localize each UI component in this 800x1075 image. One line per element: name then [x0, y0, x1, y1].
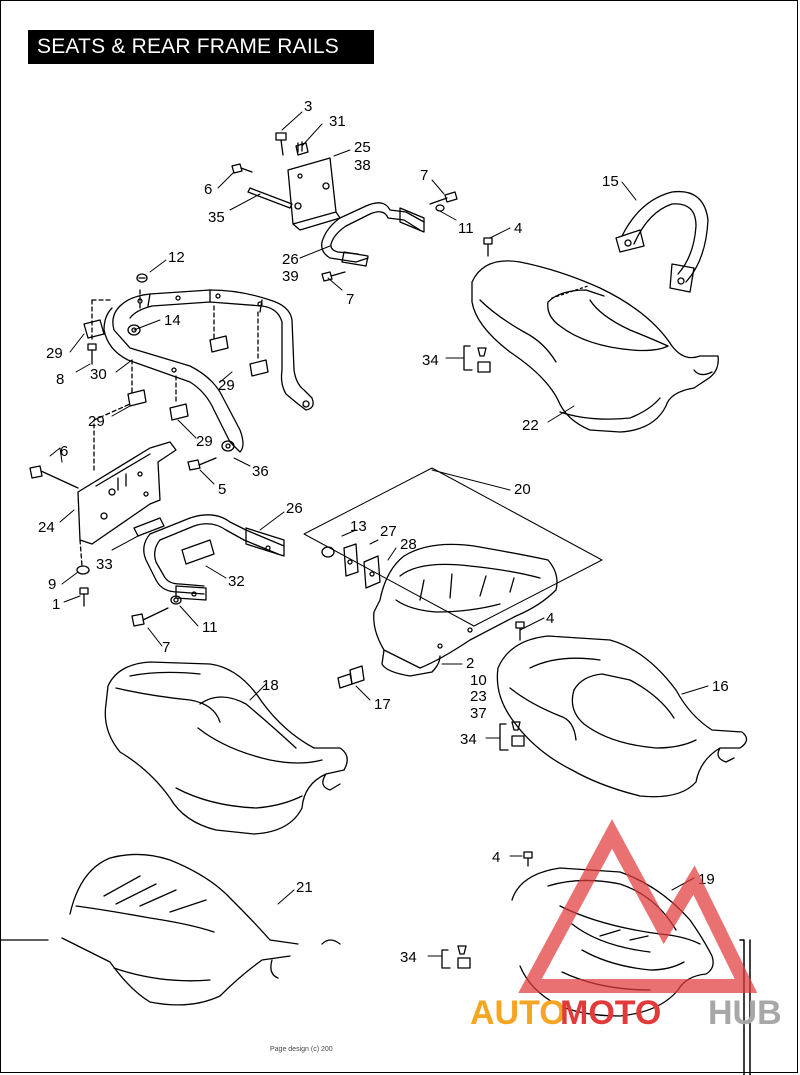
callout-34-top: 34	[422, 352, 439, 369]
watermark-text-hub: HUB	[708, 994, 782, 1032]
callout-29-low: 29	[88, 413, 105, 430]
hardware-9-1	[76, 565, 90, 607]
callout-34-mid: 34	[460, 731, 477, 748]
callout-16: 16	[712, 678, 729, 695]
callout-10: 10	[470, 672, 487, 689]
nut-31	[295, 141, 309, 156]
seat-20	[303, 467, 603, 677]
screw-7-top-b	[321, 271, 346, 282]
seat-18	[104, 661, 348, 835]
hardware-13-27-28	[321, 543, 381, 589]
callout-4-bottom: 4	[492, 849, 500, 866]
stud-34-top	[463, 345, 491, 373]
callout-7-top-a: 7	[420, 167, 428, 184]
callout-17: 17	[374, 696, 391, 713]
bracket-strip-35	[247, 187, 293, 209]
frame-rail-30	[103, 289, 314, 453]
callout-7-top-b: 7	[346, 291, 354, 308]
callout-38: 38	[354, 157, 371, 174]
callout-2: 2	[466, 655, 474, 672]
callout-30: 30	[90, 366, 107, 383]
screw-6-top	[231, 163, 253, 174]
watermark-text-moto: MOTO	[560, 994, 661, 1032]
stud-17	[337, 665, 365, 689]
callout-14: 14	[164, 312, 181, 329]
callout-25: 25	[354, 139, 371, 156]
backrest-15	[615, 190, 709, 293]
clips-29	[83, 319, 269, 421]
callout-39: 39	[282, 268, 299, 285]
callout-5: 5	[218, 481, 226, 498]
callout-11-mid: 11	[202, 619, 218, 636]
leader-lines	[49, 111, 709, 957]
screw-8	[87, 343, 97, 365]
callout-23: 23	[470, 688, 487, 705]
automotohub-watermark: AUTO MOTO HUB	[470, 819, 782, 1032]
screw-4-top	[483, 237, 493, 257]
callout-8: 8	[56, 371, 64, 388]
callout-21: 21	[296, 879, 313, 896]
hardware-12-14	[127, 273, 148, 336]
seat-22	[471, 260, 719, 433]
callout-15: 15	[602, 173, 619, 190]
callout-29-left: 29	[46, 345, 63, 362]
screw-4-bottom	[523, 851, 533, 867]
screw-7-mid-washer-11	[131, 595, 182, 627]
callout-37: 37	[470, 705, 487, 722]
stud-34-mid	[499, 721, 525, 751]
leader-dashes-bracket	[79, 403, 131, 567]
copyright-text: Page design (c) 200	[270, 1046, 333, 1053]
callout-numbers: 3 31 25 38 6 35 7 11 4 15 26 39 7 12 14 …	[38, 98, 729, 966]
screw-5-washer-36	[187, 440, 235, 471]
mount-bracket-24	[77, 441, 177, 545]
stud-34-bottom	[441, 945, 471, 969]
callout-6-top: 6	[204, 181, 212, 198]
callout-29-right: 29	[196, 433, 213, 450]
rail-bracket-26	[143, 514, 285, 601]
leader-dashes-frame	[91, 289, 259, 405]
callout-22: 22	[522, 417, 539, 434]
callout-4-top: 4	[514, 220, 522, 237]
callout-24: 24	[38, 519, 55, 536]
callout-3: 3	[304, 98, 312, 115]
plate-33	[133, 517, 165, 537]
callout-6-left: 6	[60, 443, 68, 460]
callout-33: 33	[96, 556, 113, 573]
page-title: SEATS & REAR FRAME RAILS	[28, 30, 374, 64]
callout-32: 32	[228, 573, 245, 590]
seat-21	[61, 853, 341, 1006]
screw-4-mid	[515, 621, 525, 641]
watermark-text-auto: AUTO	[470, 994, 566, 1032]
callout-31: 31	[329, 113, 346, 130]
rail-bracket-26-top	[321, 202, 425, 267]
page-edge-right	[739, 939, 751, 1075]
callout-9: 9	[48, 576, 56, 593]
callout-4-mid: 4	[546, 610, 554, 627]
callout-7-mid: 7	[162, 639, 170, 656]
seat-16	[496, 635, 748, 798]
screw-7-top-a	[429, 191, 458, 212]
screw-6-left	[29, 465, 79, 489]
callout-11-top: 11	[458, 220, 474, 237]
callout-26-top: 26	[282, 251, 299, 268]
callout-26-mid: 26	[286, 500, 303, 517]
callout-12: 12	[168, 249, 185, 266]
plate-32	[181, 539, 215, 565]
callout-18: 18	[262, 677, 279, 694]
callout-29-mid: 29	[218, 377, 235, 394]
callout-34-bottom: 34	[400, 949, 417, 966]
license-plate-bracket	[287, 157, 341, 231]
callout-1: 1	[52, 596, 60, 613]
callout-36: 36	[252, 463, 269, 480]
callout-20: 20	[514, 481, 531, 498]
screw-3	[275, 132, 287, 156]
callout-13: 13	[350, 518, 367, 535]
callout-35: 35	[208, 209, 225, 226]
watermark-logo-mark	[518, 819, 758, 993]
callout-28: 28	[400, 536, 417, 553]
callout-27: 27	[380, 523, 397, 540]
